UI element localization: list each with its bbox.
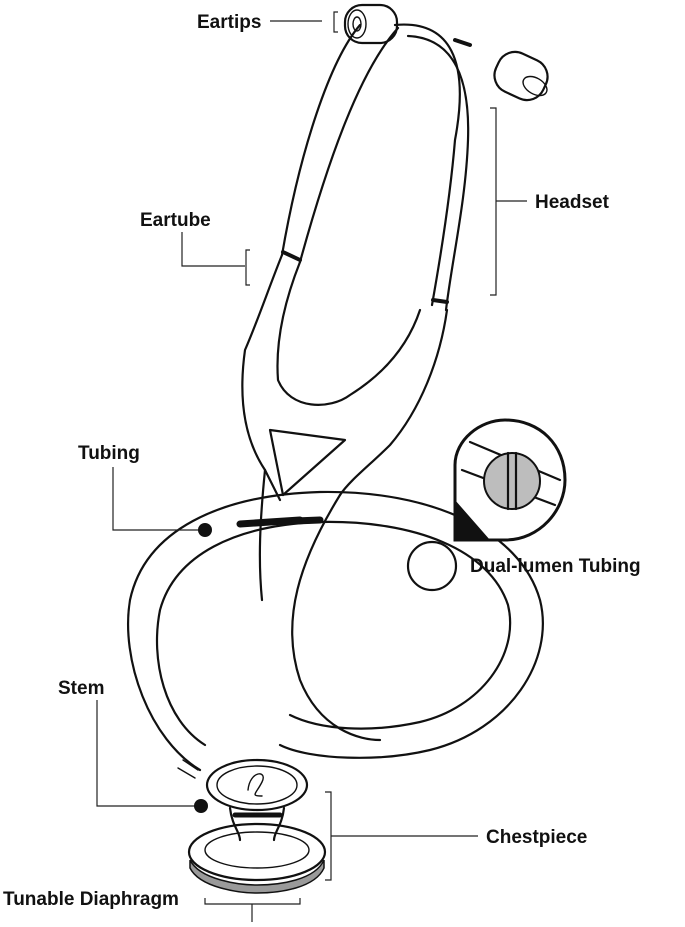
label-dual-lumen-tubing: Dual-lumen Tubing: [470, 556, 641, 577]
label-tunable-diaphragm: Tunable Diaphragm: [3, 889, 179, 910]
tubing-loop: [126, 490, 544, 779]
eartip-left: [343, 3, 399, 45]
label-tubing: Tubing: [78, 443, 140, 464]
label-eartips: Eartips: [197, 12, 261, 33]
yoke: [241, 253, 449, 742]
label-stem: Stem: [58, 678, 104, 699]
label-chestpiece: Chestpiece: [486, 827, 587, 848]
eartubes: [280, 23, 472, 312]
leader-lines: [96, 11, 527, 922]
eartip-right: [493, 50, 549, 102]
label-headset: Headset: [535, 192, 610, 213]
label-eartube: Eartube: [140, 210, 211, 231]
dual-lumen-inset: [406, 418, 567, 592]
chestpiece: [187, 758, 327, 894]
